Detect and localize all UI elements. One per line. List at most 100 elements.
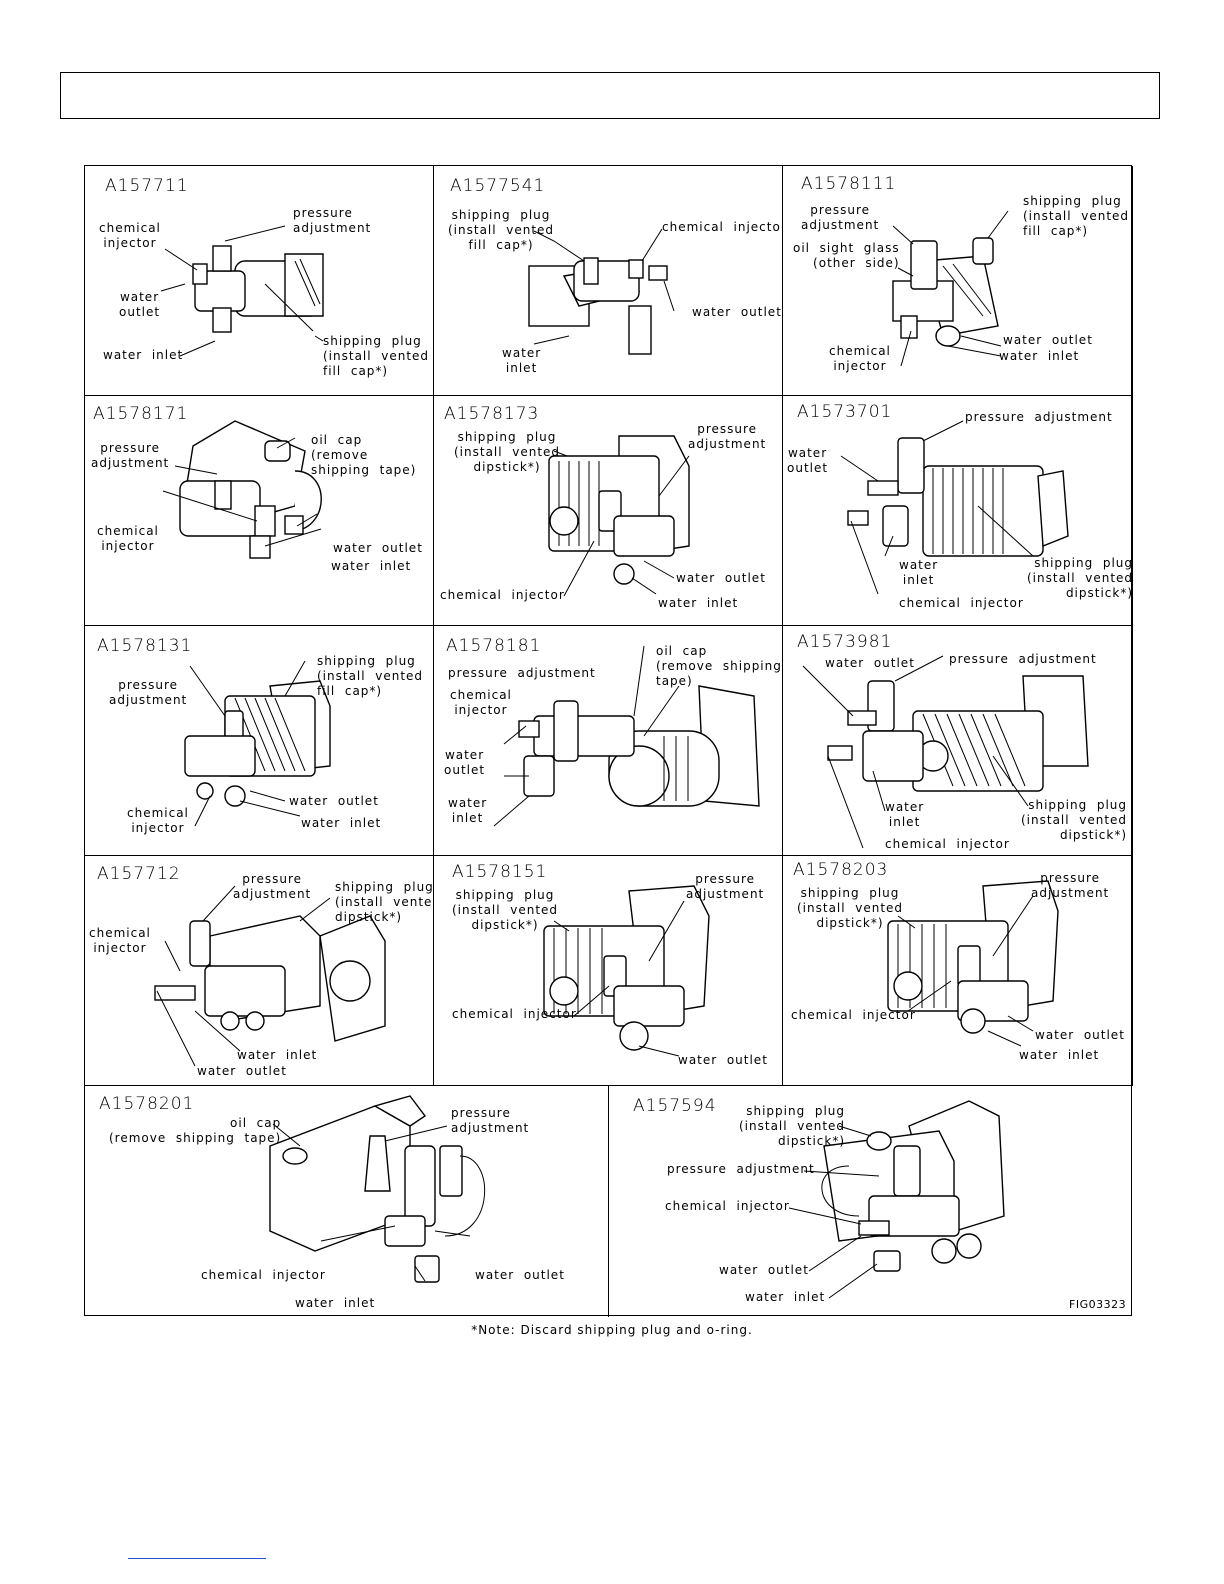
label-pressure-adjustment: pressure adjustment [109,678,188,707]
pump-drawing [548,435,690,597]
label-chemical-injector: chemical injector [127,806,189,835]
label-chemical-injector: chemical injector [899,596,1024,610]
model-number: A1578151 [452,862,548,882]
pump-drawing [802,655,1089,849]
label-chemical-injector: chemical injector [201,1268,326,1282]
cell-a1573981: A1573981 water outlet pressure adjustmen… [783,626,1133,856]
label-shipping-plug: shipping plug (install vented dipstick*) [1027,556,1133,600]
label-pressure-adjustment: pressure adjustment [688,422,767,451]
cell-a157594: A157594 shipping plug (install vented di… [609,1086,1133,1317]
label-chemical-injector: chemical injector [829,344,891,373]
pump-drawing [543,885,710,1057]
model-number: A157711 [105,176,189,196]
pump-drawing [887,880,1059,1047]
label-water-outlet: water outlet [444,748,486,777]
label-chemical-injector: chemical injector [885,837,1010,851]
label-water-inlet: water inlet [999,349,1080,363]
label-water-inlet: water inlet [295,1296,376,1310]
label-pressure-adjustment: pressure adjustment [949,652,1097,666]
label-water-inlet: water inlet [301,816,382,830]
model-number: A1578171 [93,404,189,424]
label-shipping-plug: shipping plug (install vented dipstick*) [739,1104,846,1148]
label-water-inlet: water inlet [448,796,488,825]
cell-a1578111: A1578111 pressure adjustment oil sight g… [783,166,1133,396]
cell-a1578151: A1578151 shipping plug (install vented d… [434,856,783,1086]
label-water-outlet: water outlet [197,1064,287,1078]
label-pressure-adjustment: pressure adjustment [1031,871,1110,900]
label-pressure-adjustment: pressure adjustment [801,203,880,232]
pump-drawing [269,1095,486,1283]
label-chemical-injector: chemical injector [452,1007,577,1021]
header-box [60,72,1160,119]
label-pressure-adjustment: pressure adjustment [293,206,372,235]
model-number: A1578203 [793,860,889,880]
label-shipping-plug: shipping plug (install vented dipstick*) [1021,798,1128,842]
label-water-outlet: water outlet [1003,333,1093,347]
pump-diagram-grid: A157711 chemical injector pressure adjus… [84,165,1133,1317]
model-number: A1578201 [99,1094,195,1114]
cell-a1578181: A1578181 oil cap (remove shipping tape) … [434,626,783,856]
label-water-inlet: water inlet [502,346,542,375]
label-oil-cap: oil cap (remove shipping tape) [311,433,417,477]
label-water-outlet: water outlet [678,1053,768,1067]
label-chemical-injector: chemical injector [97,524,159,553]
label-pressure-adjustment: pressure adjustment [667,1162,815,1176]
label-shipping-plug: shipping plug (install vented fill cap*) [323,334,430,378]
pump-drawing [528,228,675,355]
model-number: A1578173 [444,404,540,424]
label-water-outlet: water outlet [119,290,161,319]
cell-a1578203: A1578203 shipping plug (install vented d… [783,856,1133,1086]
model-number: A1578181 [446,636,542,656]
label-water-outlet: water outlet [1035,1028,1125,1042]
model-number: A157594 [633,1096,717,1116]
pump-drawing [160,225,324,357]
model-number: A1578131 [97,636,193,656]
cell-a1578201: A1578201 oil cap (remove shipping tape) … [85,1086,609,1317]
label-shipping-plug: shipping plug (install vented fill cap*) [1023,194,1130,238]
label-chemical-injector: chemical injector [791,1008,916,1022]
model-number: A1573701 [797,402,893,422]
footnote: *Note: Discard shipping plug and o-ring. [471,1323,753,1337]
pump-drawing [892,210,1009,367]
label-shipping-plug: shipping plug (install vented fill cap*) [448,208,555,252]
label-water-inlet: water inlet [237,1048,318,1062]
model-number: A1573981 [797,632,893,652]
pump-drawing [184,660,331,827]
label-water-outlet: water outlet [333,541,423,555]
label-pressure-adjustment: pressure adjustment [91,441,170,470]
label-shipping-plug: shipping plug (install vented dipstick*) [452,888,559,932]
label-oil-cap: oil cap (remove shipping tape) [656,644,782,688]
cell-a1578131: A1578131 shipping plug (install vented f… [85,626,434,856]
label-water-outlet: water outlet [289,794,379,808]
label-water-outlet: water outlet [825,656,915,670]
label-water-inlet: water inlet [885,800,925,829]
label-chemical-injector: chemical injector [99,221,161,250]
label-pressure-adjustment: pressure adjustment [448,666,596,680]
label-pressure-adjustment: pressure adjustment [451,1106,530,1135]
model-number: A157712 [97,864,181,884]
label-chemical-injector: chemical injector [662,220,783,234]
label-chemical-injector: chemical injector [665,1199,790,1213]
label-oil-cap: oil cap (remove shipping tape) [109,1116,282,1145]
pump-drawing [162,420,322,559]
label-water-outlet: water outlet [787,446,829,475]
label-shipping-plug: shipping plug (install vented dipstick*) [454,430,561,474]
cell-a1573701: A1573701 pressure adjustment water outle… [783,396,1133,626]
cell-a1577541: A1577541 shipping plug (install vented f… [434,166,783,396]
label-water-inlet: water inlet [1019,1048,1100,1062]
hyperlink-underline[interactable] [128,1558,266,1559]
pump-drawing [840,420,1069,595]
label-shipping-plug: shipping plug (install vented dipstick*) [797,886,904,930]
label-water-outlet: water outlet [692,305,782,319]
cell-a157711: A157711 chemical injector pressure adjus… [85,166,434,396]
label-pressure-adjustment: pressure adjustment [686,872,765,901]
model-number: A1578111 [801,174,897,194]
label-water-outlet: water outlet [475,1268,565,1282]
label-pressure-adjustment: pressure adjustment [965,410,1113,424]
pump-drawing [493,645,760,827]
figure-code: FIG03323 [1069,1298,1127,1311]
label-water-outlet: water outlet [719,1263,809,1277]
pump-drawing [154,885,386,1067]
label-water-inlet: water inlet [103,348,184,362]
label-chemical-injector: chemical injector [89,926,151,955]
